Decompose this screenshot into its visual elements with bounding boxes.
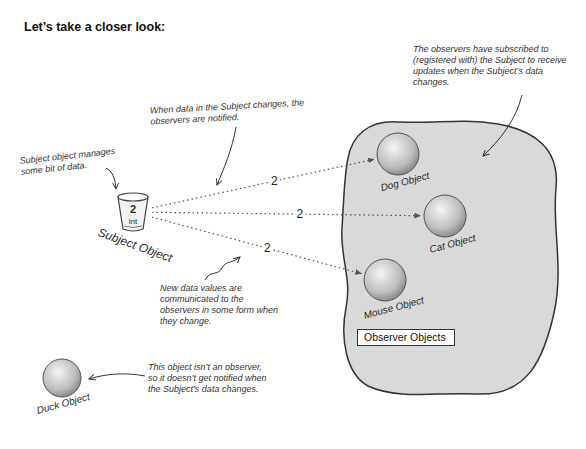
annotation-note: New data values are communicated to the … <box>160 283 280 327</box>
sphere-outline <box>424 195 466 237</box>
data-value: 2 <box>116 203 150 216</box>
page-title: Let’s take a closer look: <box>24 20 165 34</box>
cup-body <box>118 197 148 231</box>
leader-arrow <box>89 374 145 379</box>
annotation-note: The observers have subscribed to (regist… <box>413 44 573 88</box>
notification-arrow <box>152 159 375 208</box>
annotation-note: When data in the Subject changes, the ob… <box>150 97 323 128</box>
leader-arrow <box>205 257 240 280</box>
leader-arrow <box>483 95 522 156</box>
data-value-label: 2 <box>295 208 306 221</box>
node-label: Mouse Object <box>362 294 425 322</box>
observer-circle: Dog Object <box>376 132 420 176</box>
observer-region: Dog ObjectCat ObjectMouse ObjectObserver… <box>338 118 566 403</box>
cup-shading <box>124 226 142 228</box>
observer-circle: Mouse Object <box>363 258 407 302</box>
object-circle: Duck Object <box>42 358 82 398</box>
observer-circle: Cat Object <box>423 194 467 238</box>
data-value-label: 2 <box>269 175 280 188</box>
region-outline <box>342 121 558 394</box>
node-label: Duck Object <box>35 391 91 417</box>
sphere-outline <box>43 359 81 397</box>
region-label: Observer Objects <box>357 329 455 346</box>
object-sphere <box>423 194 467 238</box>
node-label: Dog Object <box>379 170 430 195</box>
sphere-outline <box>364 259 406 301</box>
cup-icon <box>116 192 150 232</box>
object-sphere <box>363 258 407 302</box>
notification-arrow <box>152 217 362 274</box>
leader-arrow <box>106 168 116 189</box>
data-type: int <box>116 217 150 227</box>
node-label: Subject Object <box>96 225 174 265</box>
observer-region-outline <box>338 118 566 403</box>
subject-object: 2intSubject Object <box>116 192 150 232</box>
data-value-label: 2 <box>262 242 273 255</box>
leader-arrow <box>217 127 236 185</box>
object-sphere <box>376 132 420 176</box>
node-label: Cat Object <box>428 232 477 256</box>
annotation-note: This object isn’t an observer, so it doe… <box>148 362 268 395</box>
object-sphere <box>42 358 82 398</box>
sphere-outline <box>377 133 419 175</box>
notification-arrow <box>152 212 421 215</box>
cup-rim <box>118 193 148 201</box>
annotation-note: Subject object manages some bit of data. <box>19 144 133 178</box>
